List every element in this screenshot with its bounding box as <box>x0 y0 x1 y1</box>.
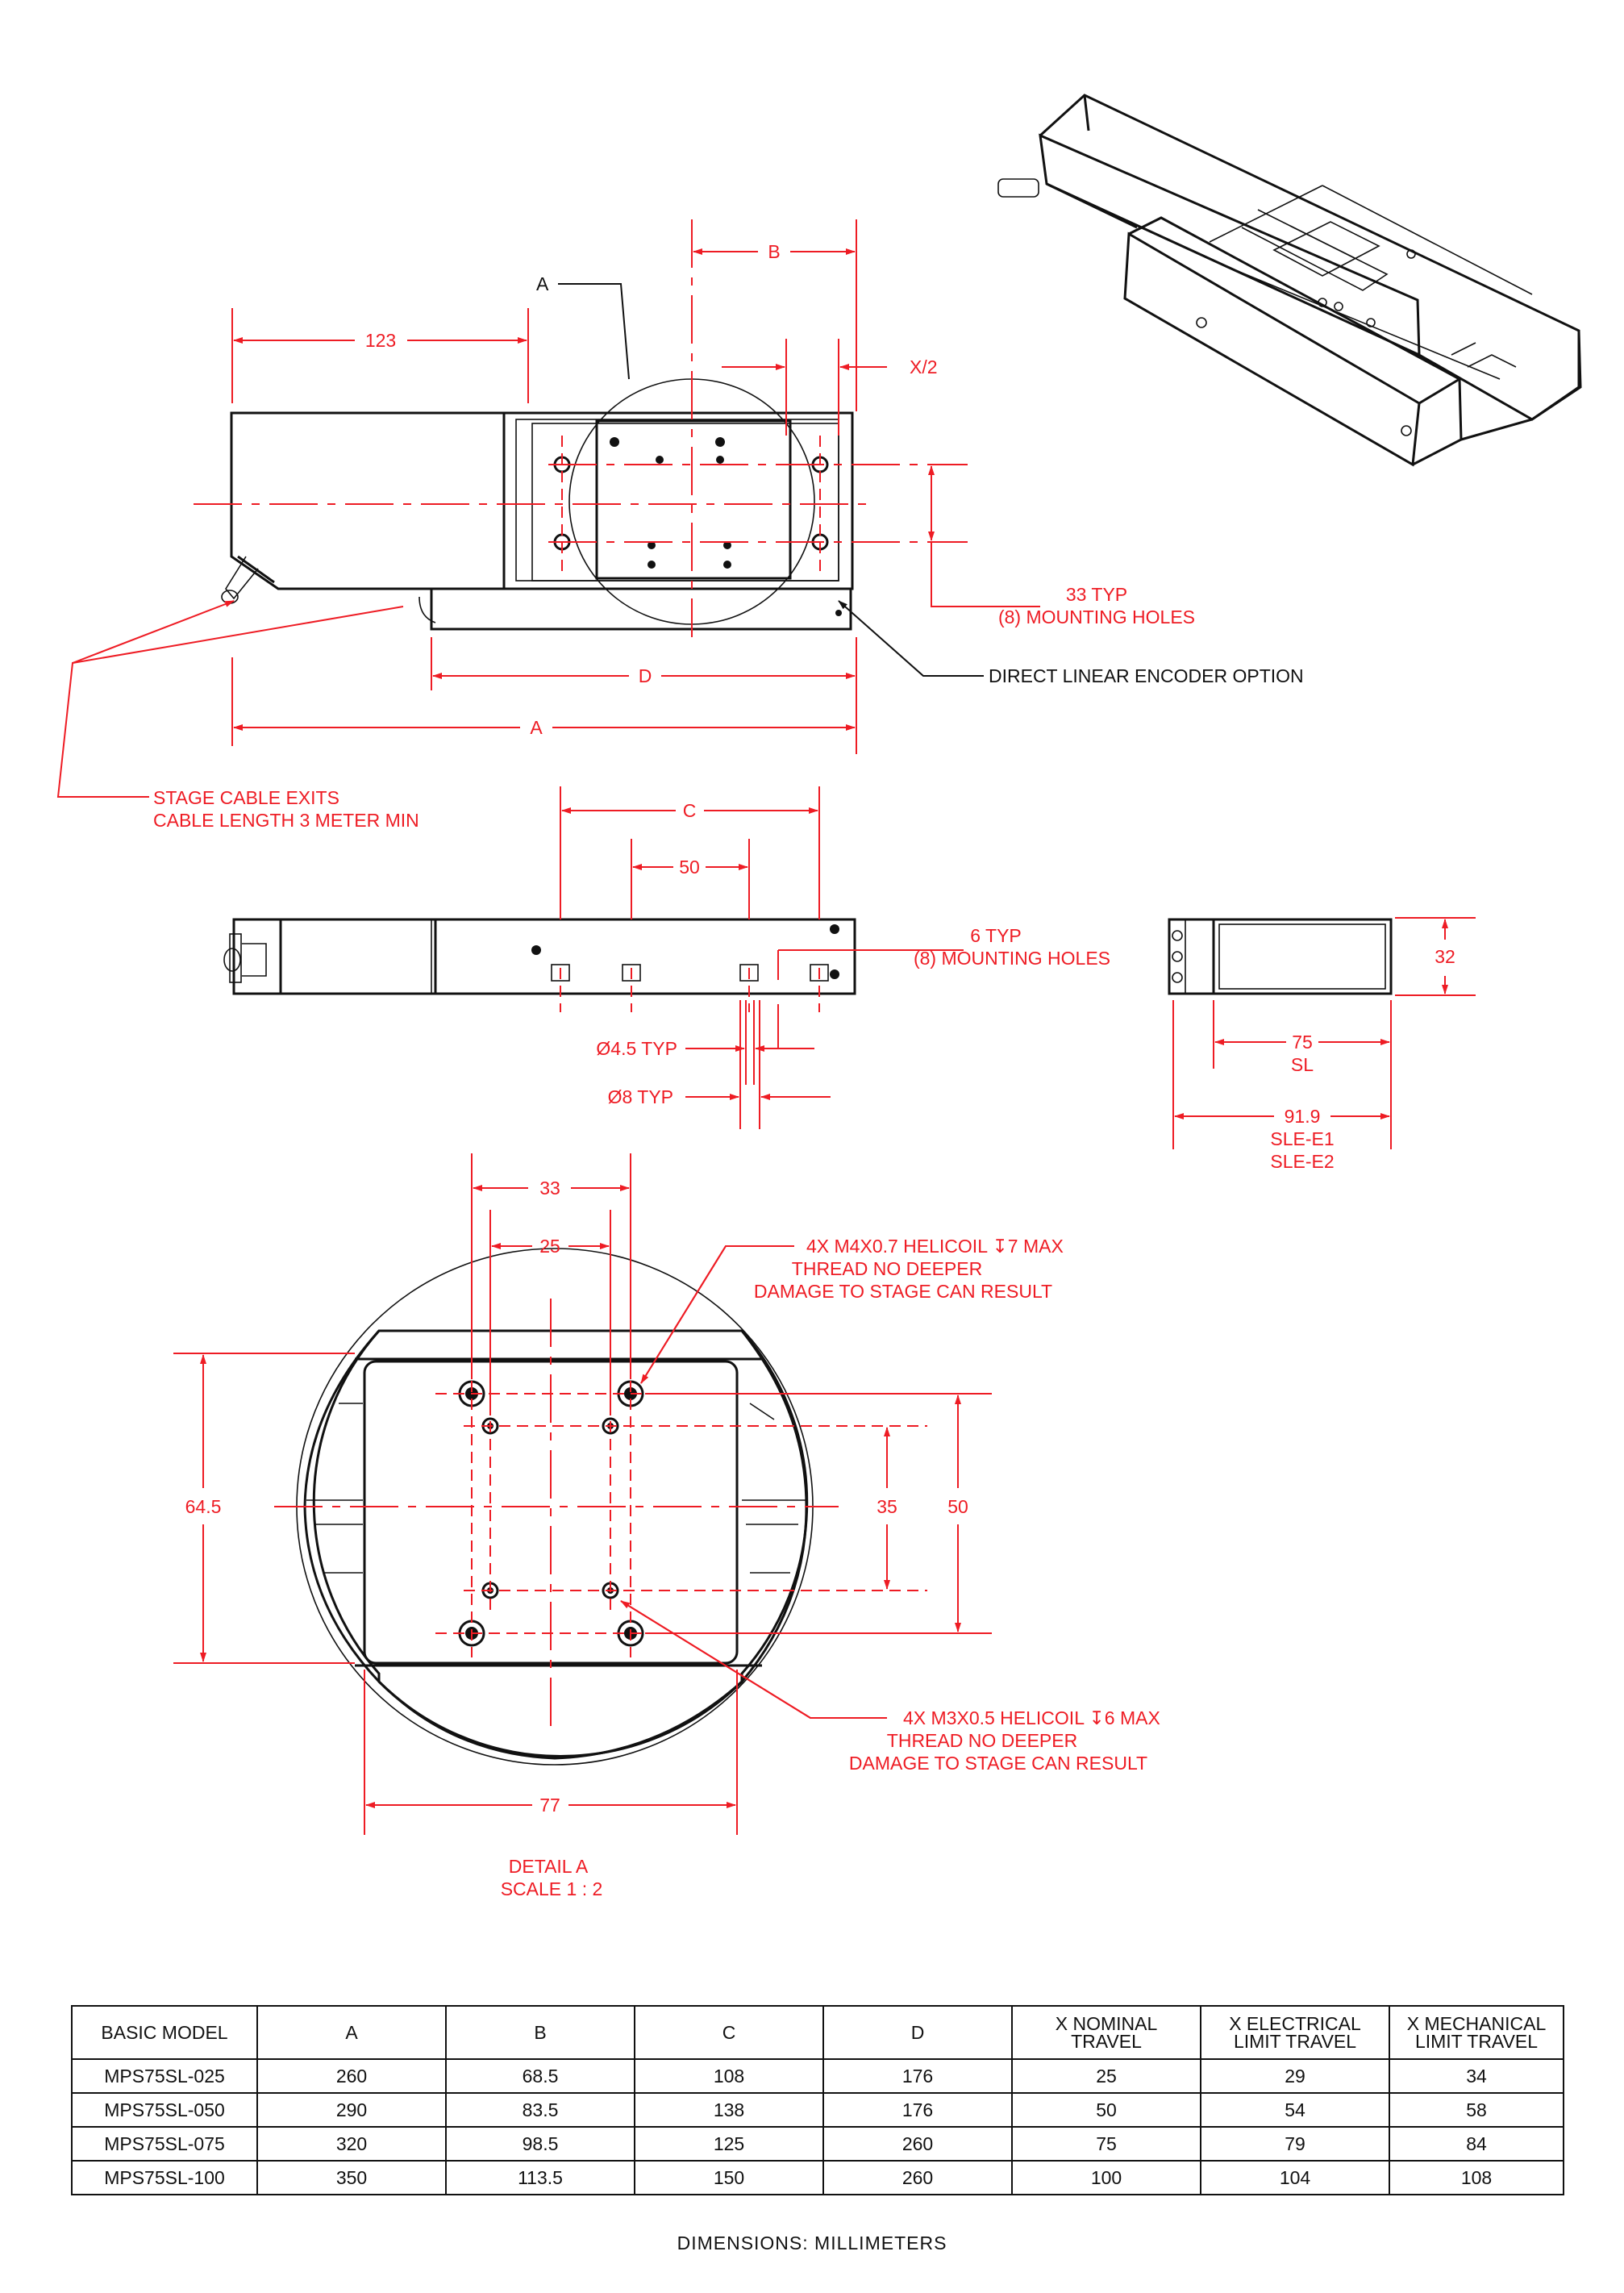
dim-25-label: 25 <box>539 1236 560 1257</box>
dim-919-sub2-label: SLE-E2 <box>1270 1151 1334 1172</box>
dim-32-label: 32 <box>1435 946 1455 967</box>
cell-model: MPS75SL-100 <box>71 2160 258 2195</box>
cell-d: 260 <box>822 2160 1013 2195</box>
dim-123-label: 123 <box>365 330 396 351</box>
top-view: A 123 B X/2 D A 33 TYP (8) MOUNTING <box>56 219 1304 831</box>
dim-a-label: A <box>530 717 543 738</box>
cell-c: 150 <box>634 2160 824 2195</box>
cell-c: 108 <box>634 2058 824 2094</box>
cell-x-nominal: 100 <box>1011 2160 1201 2195</box>
cell-model: MPS75SL-025 <box>71 2058 258 2094</box>
mounting-holes-side-line2: (8) MOUNTING HOLES <box>914 948 1110 969</box>
cell-x-electrical: 79 <box>1200 2126 1390 2162</box>
header-b: B <box>445 2005 635 2060</box>
cable-exits-label: STAGE CABLE EXITS <box>153 787 339 808</box>
cell-x-mechanical: 84 <box>1389 2126 1564 2162</box>
cell-x-mechanical: 58 <box>1389 2092 1564 2128</box>
dim-d-label: D <box>639 665 652 686</box>
mounting-holes-top-line2: (8) MOUNTING HOLES <box>998 607 1195 627</box>
table-row: MPS75SL-025 260 68.5 108 176 25 29 34 <box>71 2058 1564 2094</box>
header-basic-model: BASIC MODEL <box>71 2005 258 2060</box>
cell-d: 260 <box>822 2126 1013 2162</box>
cell-b: 83.5 <box>445 2092 635 2128</box>
detail-a-view: 33 25 4X M4X0.7 HELICOIL ↧7 MAX THREAD N… <box>173 1153 1160 1899</box>
dim-919-label: 91.9 <box>1285 1106 1321 1127</box>
cell-c: 138 <box>634 2092 824 2128</box>
dim-x2-label: X/2 <box>910 356 938 377</box>
cell-d: 176 <box>822 2058 1013 2094</box>
table-row: MPS75SL-100 350 113.5 150 260 100 104 10… <box>71 2160 1564 2195</box>
header-d: D <box>822 2005 1013 2060</box>
dim-35-label: 35 <box>877 1496 897 1517</box>
m4-helicoil-line3: DAMAGE TO STAGE CAN RESULT <box>754 1281 1052 1302</box>
side-view: C 50 6 TYP (8) MOUNTING HOLES Ø4.5 TYP Ø… <box>223 786 1110 1129</box>
cell-x-nominal: 75 <box>1011 2126 1201 2162</box>
cell-b: 68.5 <box>445 2058 635 2094</box>
dim-b-label: B <box>768 241 780 262</box>
cell-model: MPS75SL-075 <box>71 2126 258 2162</box>
cell-x-electrical: 104 <box>1200 2160 1390 2195</box>
cell-x-mechanical: 34 <box>1389 2058 1564 2094</box>
cell-model: MPS75SL-050 <box>71 2092 258 2128</box>
cell-x-electrical: 54 <box>1200 2092 1390 2128</box>
dim-77-label: 77 <box>539 1795 560 1816</box>
encoder-option-label: DIRECT LINEAR ENCODER OPTION <box>989 665 1304 686</box>
cell-x-mechanical: 108 <box>1389 2160 1564 2195</box>
mounting-holes-top-line1: 33 TYP <box>1066 584 1127 605</box>
dim-50-detail-label: 50 <box>947 1496 968 1517</box>
detail-a-callout: A <box>536 273 549 294</box>
cell-a: 350 <box>256 2160 447 2195</box>
table-row: MPS75SL-050 290 83.5 138 176 50 54 58 <box>71 2092 1564 2128</box>
m4-helicoil-line1: 4X M4X0.7 HELICOIL ↧7 MAX <box>806 1236 1064 1257</box>
dim-645-label: 64.5 <box>185 1496 222 1517</box>
dimensions-units-note: DIMENSIONS: MILLIMETERS <box>677 2233 947 2253</box>
end-view: 32 75 SL 91.9 SLE-E1 SLE-E2 <box>1168 917 1476 1172</box>
isometric-view <box>997 94 1582 467</box>
dim-75-sub-label: SL <box>1291 1054 1314 1075</box>
side-view-holes <box>551 964 829 982</box>
m3-helicoil-line2: THREAD NO DEEPER <box>887 1730 1077 1751</box>
m3-helicoil-line3: DAMAGE TO STAGE CAN RESULT <box>849 1753 1147 1774</box>
cell-x-electrical: 29 <box>1200 2058 1390 2094</box>
cell-a: 320 <box>256 2126 447 2162</box>
cell-c: 125 <box>634 2126 824 2162</box>
table-row: MPS75SL-075 320 98.5 125 260 75 79 84 <box>71 2126 1564 2162</box>
m4-helicoil-line2: THREAD NO DEEPER <box>792 1258 982 1279</box>
cell-x-nominal: 50 <box>1011 2092 1201 2128</box>
diameter-8-label: Ø8 TYP <box>608 1086 673 1107</box>
m3-helicoil-line1: 4X M3X0.5 HELICOIL ↧6 MAX <box>903 1707 1160 1728</box>
cell-a: 290 <box>256 2092 447 2128</box>
cell-x-nominal: 25 <box>1011 2058 1201 2094</box>
header-a: A <box>256 2005 447 2060</box>
cell-d: 176 <box>822 2092 1013 2128</box>
header-c: C <box>634 2005 824 2060</box>
dim-919-sub1-label: SLE-E1 <box>1270 1128 1334 1149</box>
diameter-45-label: Ø4.5 TYP <box>596 1038 677 1059</box>
detail-title: DETAIL A <box>509 1856 589 1877</box>
dim-33-label: 33 <box>539 1178 560 1199</box>
cell-b: 113.5 <box>445 2160 635 2195</box>
dim-50-side-label: 50 <box>679 857 700 878</box>
dim-c-label: C <box>683 800 697 821</box>
detail-scale: SCALE 1 : 2 <box>501 1878 603 1899</box>
cell-b: 98.5 <box>445 2126 635 2162</box>
cell-a: 260 <box>256 2058 447 2094</box>
mounting-holes-side-line1: 6 TYP <box>970 925 1022 946</box>
cable-length-label: CABLE LENGTH 3 METER MIN <box>153 810 419 831</box>
dim-75-label: 75 <box>1292 1032 1313 1053</box>
